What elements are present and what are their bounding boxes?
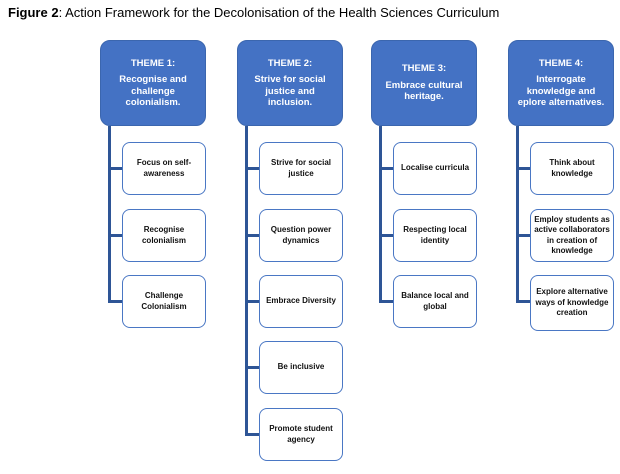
theme-1-heading: THEME 1: xyxy=(130,57,176,69)
theme-item-box: Strive for social justice xyxy=(259,142,343,195)
theme-item-label: Localise curricula xyxy=(400,163,470,173)
connector-line xyxy=(379,126,382,303)
theme-2-header-box: THEME 2: Strive for social justice and i… xyxy=(237,40,343,126)
theme-item-label: Question power dynamics xyxy=(270,225,332,245)
connector-stub xyxy=(109,234,123,237)
figure-caption: Figure 2: Action Framework for the Decol… xyxy=(8,5,499,20)
theme-4-description: Interrogate knowledge and eplore alterna… xyxy=(517,74,605,108)
theme-item-box: Promote student agency xyxy=(259,408,343,461)
theme-2-heading: THEME 2: xyxy=(267,57,313,69)
theme-item-label: Respecting local identity xyxy=(403,225,467,245)
theme-1-description: Recognise and challenge colonialism. xyxy=(119,74,187,108)
theme-item-box: Explore alternative ways of knowledge cr… xyxy=(530,275,614,331)
theme-item-box: Localise curricula xyxy=(393,142,477,195)
connector-stub xyxy=(517,300,531,303)
connector-stub xyxy=(246,234,260,237)
connector-line xyxy=(516,126,519,303)
theme-item-box: Respecting local identity xyxy=(393,209,477,262)
theme-item-label: Recognise colonialism xyxy=(141,225,186,245)
theme-4-header-box: THEME 4: Interrogate knowledge and eplor… xyxy=(508,40,614,126)
theme-item-box: Think about knowledge xyxy=(530,142,614,195)
connector-stub xyxy=(246,433,260,436)
theme-item-label: Be inclusive xyxy=(277,362,325,372)
theme-item-label: Strive for social justice xyxy=(270,158,332,178)
theme-item-label: Focus on self-awareness xyxy=(136,158,192,178)
theme-3-description: Embrace cultural heritage. xyxy=(385,79,463,103)
theme-item-box: Challenge Colonialism xyxy=(122,275,206,328)
theme-item-label: Explore alternative ways of knowledge cr… xyxy=(535,287,609,318)
theme-item-box: Balance local and global xyxy=(393,275,477,328)
theme-4-heading: THEME 4: xyxy=(538,57,584,69)
connector-stub xyxy=(109,300,123,303)
connector-stub xyxy=(246,167,260,170)
figure-caption-text: : Action Framework for the Decolonisatio… xyxy=(58,5,500,20)
connector-stub xyxy=(517,167,531,170)
connector-stub xyxy=(246,366,260,369)
theme-1-header-box: THEME 1: Recognise and challenge colonia… xyxy=(100,40,206,126)
theme-item-box: Employ students as active collaborators … xyxy=(530,209,614,262)
connector-line xyxy=(245,126,248,436)
theme-item-label: Promote student agency xyxy=(269,424,333,444)
theme-item-label: Embrace Diversity xyxy=(266,296,336,306)
theme-item-label: Balance local and global xyxy=(401,291,469,311)
theme-item-box: Be inclusive xyxy=(259,341,343,394)
connector-line xyxy=(108,126,111,303)
connector-stub xyxy=(109,167,123,170)
connector-stub xyxy=(246,300,260,303)
theme-item-label: Employ students as active collaborators … xyxy=(534,214,610,256)
theme-item-box: Recognise colonialism xyxy=(122,209,206,262)
theme-3-header-box: THEME 3: Embrace cultural heritage. xyxy=(371,40,477,126)
theme-item-box: Focus on self-awareness xyxy=(122,142,206,195)
connector-stub xyxy=(380,234,394,237)
theme-item-label: Think about knowledge xyxy=(549,158,595,178)
theme-item-box: Embrace Diversity xyxy=(259,275,343,328)
connector-stub xyxy=(380,167,394,170)
figure-caption-label: Figure 2 xyxy=(8,5,59,20)
connector-stub xyxy=(517,234,531,237)
theme-3-heading: THEME 3: xyxy=(401,63,447,75)
theme-2-description: Strive for social justice and inclusion. xyxy=(254,74,326,108)
theme-item-box: Question power dynamics xyxy=(259,209,343,262)
theme-item-label: Challenge Colonialism xyxy=(141,291,187,311)
connector-stub xyxy=(380,300,394,303)
